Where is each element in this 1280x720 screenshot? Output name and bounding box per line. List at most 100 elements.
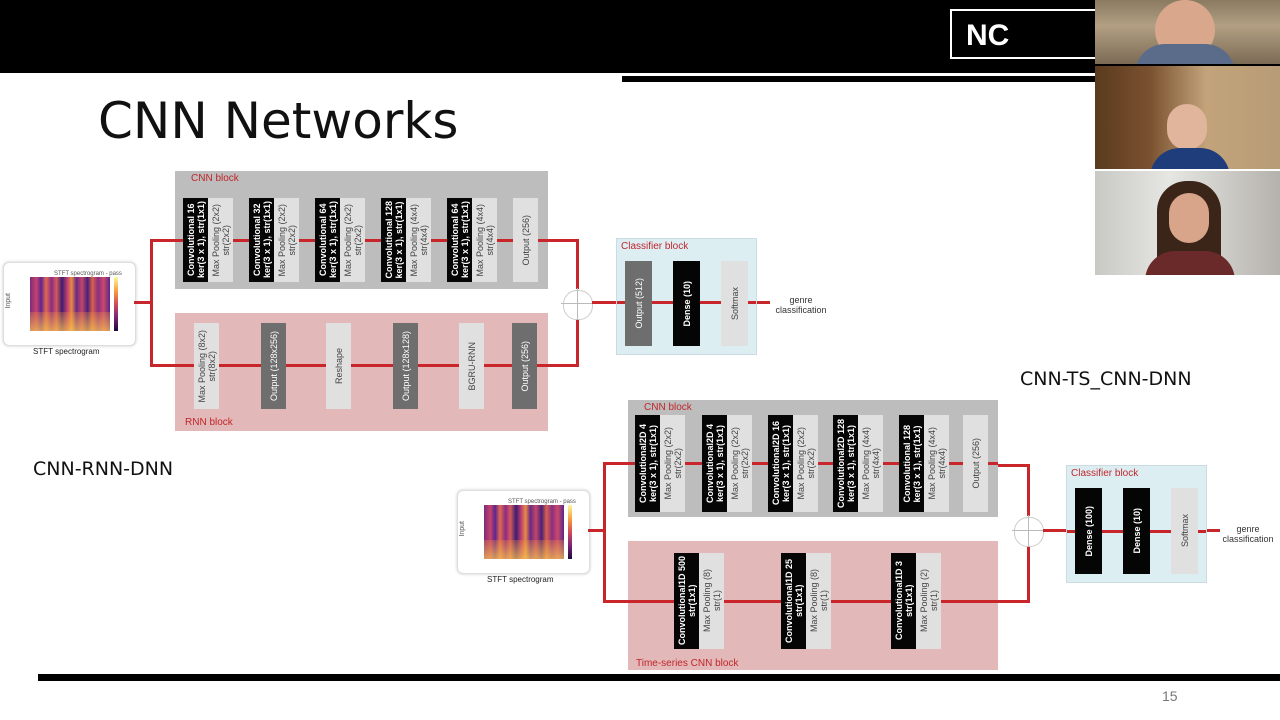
slide-title: CNN Networks	[98, 92, 459, 150]
layer-box: Convolutional1D 500 str(1x1)	[674, 553, 699, 649]
layer-box: Max Pooling (2x2) str(2x2)	[208, 198, 233, 282]
layer-label: Output (256)	[519, 340, 530, 392]
layer-label: Max Pooling (8) str(1)	[808, 569, 829, 633]
connector-line	[603, 462, 629, 465]
layer-label: Max Pooling (4x4) str(4x4)	[926, 427, 947, 500]
layer-label: Convolutional2D 4 ker(3 x 1), str(1x1)	[704, 423, 725, 503]
concatenate-node	[1014, 517, 1044, 547]
participant-shirt	[1150, 148, 1230, 169]
layer-box: Output (256)	[963, 415, 988, 512]
layer-box: Max Pooling (2x2) str(2x2)	[727, 415, 752, 512]
layer-label: Convolutional2D 128 ker(3 x 1), str(1x1)	[835, 418, 856, 508]
concatenate-node	[563, 290, 593, 320]
layer-box: Max Pooling (4x4) str(4x4)	[924, 415, 949, 512]
title-bar	[0, 0, 1280, 73]
video-tile-2[interactable]	[1095, 66, 1280, 169]
layer-label: Output (256)	[970, 438, 981, 489]
layer-box: Max Pooling (2) str(1)	[916, 553, 941, 649]
layer-box: Softmax	[1171, 488, 1198, 574]
layer-box: Max Pooling (2x2) str(2x2)	[340, 198, 365, 282]
layer-label: Reshape	[333, 347, 344, 385]
spectrogram-plot-title: STFT spectrogram - pass	[508, 499, 576, 505]
layer-label: Convolutional 128 ker(3 x 1), str(1x1)	[901, 424, 922, 503]
layer-label: Output (512)	[633, 278, 644, 329]
colorbar	[568, 505, 572, 559]
participant-shirt	[1135, 44, 1235, 64]
connector-line	[547, 364, 578, 367]
layer-label: Dense (10)	[681, 280, 692, 327]
layer-box: Dense (100)	[1075, 488, 1102, 574]
layer-label: Max Pooling (4x4) str(4x4)	[474, 203, 495, 277]
layer-box: Output (128x256)	[261, 323, 286, 409]
connector-line	[592, 301, 616, 304]
spectrogram-plot	[484, 505, 564, 559]
layer-box: Convolutional 64 ker(3 x 1), str(1x1)	[447, 198, 472, 282]
layer-label: Convolutional2D 16 ker(3 x 1), str(1x1)	[770, 421, 791, 506]
footer-line	[38, 674, 1280, 681]
connector-line	[1027, 545, 1030, 603]
layer-label: Convolutional 32 ker(3 x 1), str(1x1)	[251, 201, 272, 279]
classifier-block-2: Classifier block Dense (100) Dense (10) So…	[1066, 465, 1207, 583]
rnn-block-label: RNN block	[185, 417, 233, 428]
input-caption: STFT spectrogram	[487, 575, 554, 584]
ts-cnn-block-label: Time-series CNN block	[636, 658, 739, 669]
layer-label: Max Pooling (4x4) str(4x4)	[860, 427, 881, 500]
layer-label: Convolutional2D 4 ker(3 x 1), str(1x1)	[637, 423, 658, 503]
layer-label: Max Pooling (2x2) str(2x2)	[662, 427, 683, 500]
participant-shirt	[1145, 251, 1235, 275]
layer-box: Max Pooling (4x4) str(4x4)	[472, 198, 497, 282]
layer-label: Convolutional 16 ker(3 x 1), str(1x1)	[185, 201, 206, 279]
layer-box: Output (256)	[512, 323, 537, 409]
cnn-block-label: CNN block	[191, 173, 239, 184]
classifier-block-label: Classifier block	[1071, 468, 1139, 479]
layer-label: Convolutional1D 500 str(1x1)	[676, 556, 697, 646]
spectrogram-plot	[30, 277, 110, 331]
layer-label: Softmax	[729, 286, 740, 320]
layer-label: Convolutional1D 25 str(1x1)	[783, 558, 804, 643]
classifier-block-1: Classifier block Output (512)Dense (10)S…	[616, 238, 757, 355]
participant-avatar	[1169, 193, 1209, 243]
layer-label: Dense (100)	[1083, 505, 1094, 557]
layer-box: Convolutional2D 128 ker(3 x 1), str(1x1)	[833, 415, 858, 512]
layer-label: Max Pooling (2x2) str(2x2)	[210, 203, 231, 277]
input-axis-label: Input	[5, 293, 12, 309]
concatenate-node-v	[577, 288, 578, 320]
cnn-block-2: CNN block Convolutional2D 4 ker(3 x 1), …	[628, 400, 998, 517]
input-spectrogram-2: STFT spectrogram - pass Input	[457, 490, 590, 574]
connector-line	[576, 239, 579, 289]
connector-line	[150, 239, 153, 366]
divider-line	[622, 76, 1280, 82]
video-tile-1[interactable]	[1095, 0, 1280, 64]
layer-box: Max Pooling (2x2) str(2x2)	[660, 415, 685, 512]
connector-line	[134, 301, 152, 304]
colorbar	[114, 277, 118, 331]
layer-box: Reshape	[326, 323, 351, 409]
connector-line	[576, 318, 579, 367]
input-caption: STFT spectrogram	[33, 347, 100, 356]
layer-label: Convolutional 64 ker(3 x 1), str(1x1)	[317, 201, 338, 279]
genre-classification-label: genre classification	[1222, 524, 1274, 544]
page-number: 15	[1162, 688, 1178, 704]
layer-label: Convolutional 64 ker(3 x 1), str(1x1)	[449, 201, 470, 279]
layer-box: Dense (10)	[1123, 488, 1150, 574]
layer-box: Convolutional 32 ker(3 x 1), str(1x1)	[249, 198, 274, 282]
connector-line	[998, 600, 1029, 603]
layer-label: Dense (10)	[1131, 508, 1142, 554]
layer-box: Convolutional2D 4 ker(3 x 1), str(1x1)	[635, 415, 660, 512]
layer-box: Max Pooling (2x2) str(2x2)	[274, 198, 299, 282]
layer-label: Output (128x128)	[400, 330, 411, 402]
layer-label: Max Pooling (8x2) str(8x2)	[196, 329, 217, 403]
layer-box: Convolutional 128 ker(3 x 1), str(1x1)	[381, 198, 406, 282]
layer-label: Convolutional1D 3 str(1x1)	[893, 561, 914, 641]
concatenate-node-v	[1028, 515, 1029, 547]
connector-line	[998, 464, 1029, 467]
video-tile-3[interactable]	[1095, 171, 1280, 275]
connector-line	[547, 239, 578, 242]
layer-box: Output (128x128)	[393, 323, 418, 409]
connector-line	[150, 239, 176, 242]
layer-label: Convolutional 128 ker(3 x 1), str(1x1)	[383, 201, 404, 279]
layer-label: Output (128x256)	[268, 330, 279, 402]
connector-line	[1206, 529, 1220, 532]
block-internal-line	[175, 364, 548, 367]
layer-box: Convolutional2D 16 ker(3 x 1), str(1x1)	[768, 415, 793, 512]
